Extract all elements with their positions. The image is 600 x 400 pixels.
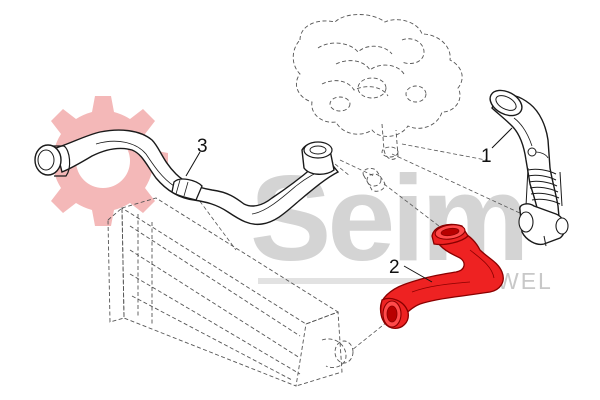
intercooler-context-outline (107, 197, 354, 387)
callout-3-number: 3 (197, 136, 208, 157)
watermark-sub-text: WEL (497, 268, 553, 294)
engine-context-outline (292, 14, 463, 192)
callout-3[interactable]: 3 (185, 136, 208, 177)
callout-1-leader (491, 127, 513, 149)
callout-1-number: 1 (481, 146, 492, 167)
callout-1[interactable]: 1 (481, 127, 513, 167)
callout-3-leader (185, 151, 201, 177)
watermark-underline (258, 278, 488, 284)
callout-2-leader (403, 265, 433, 283)
hose-part-3[interactable] (34, 129, 340, 226)
hose-part-1[interactable] (486, 85, 569, 247)
hose-part-2-highlighted[interactable] (379, 223, 504, 329)
callout-2-number: 2 (389, 257, 400, 278)
callout-2[interactable]: 2 (389, 257, 433, 283)
